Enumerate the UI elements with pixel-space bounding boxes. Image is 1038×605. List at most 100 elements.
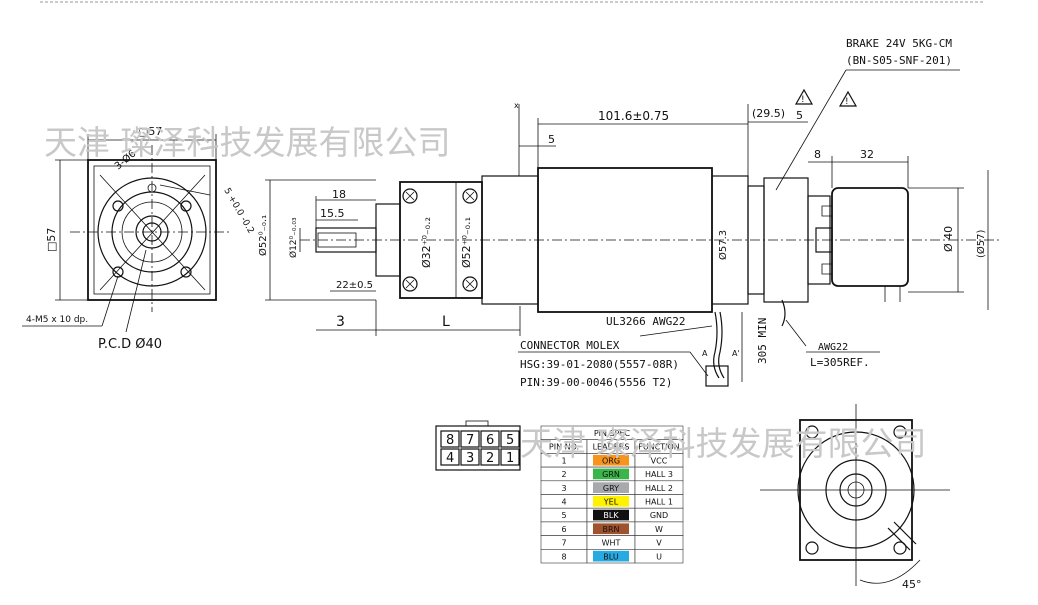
dim-3-label: 3 — [336, 314, 345, 330]
pin-table-value: W — [655, 525, 663, 534]
holes-leader-d — [101, 275, 119, 327]
warning-mark-1: ! — [801, 95, 805, 105]
rear-hole-tr — [893, 425, 907, 439]
leader-color-swatch — [593, 509, 629, 521]
pin-table-value: 2 — [561, 470, 566, 479]
awg-label: AWG22 — [818, 342, 848, 353]
pin-cell-top-label: 6 — [486, 433, 494, 448]
dim-5b-label: 5 — [796, 109, 803, 122]
pin-cell-top — [440, 430, 460, 448]
dia57-3-label: Ø57.3 — [717, 230, 729, 260]
x-mark: x — [514, 101, 519, 110]
connector-title: CONNECTOR MOLEX — [520, 339, 620, 352]
front-view: □57 □57 3-Ø6 5 +0.0 -0.2 4-M5 x 10 dp. P… — [22, 125, 255, 352]
leader-color-swatch — [593, 482, 629, 493]
pin-cell-top — [480, 430, 500, 448]
pin-table-header: FUNCTION — [638, 443, 680, 452]
warning-icon-2 — [838, 90, 858, 107]
rear-angle-label: 45° — [902, 578, 922, 591]
pin-table-value: 1 — [561, 456, 566, 465]
pin-table-title: PIN SPEC — [594, 429, 631, 438]
dim-15-label: 15.5 — [320, 207, 345, 220]
pin-table-value: 7 — [561, 539, 566, 548]
leader-color-swatch — [593, 537, 629, 548]
pin-cell-top-label: 7 — [466, 433, 474, 448]
cable-1 — [713, 311, 720, 379]
pin-table-value: GRN — [602, 470, 620, 479]
mount-hole-bl — [112, 266, 124, 278]
pin-table-value: VCC — [651, 456, 668, 465]
depth-label: 5 +0.0 -0.2 — [221, 187, 255, 236]
pin-cell-bottom — [500, 448, 520, 466]
leader-color-swatch — [593, 468, 629, 480]
leader-color-swatch — [593, 523, 629, 535]
connector-pin: PIN:39-00-0046(5556 T2) — [520, 376, 672, 389]
dim-22-label: 22±0.5 — [336, 280, 373, 291]
dia32-label: Ø32⁺⁰₋₀.₂ — [420, 217, 433, 268]
pin-cell-bottom — [460, 448, 480, 466]
rear-hole-bl — [805, 541, 819, 555]
pin-cell-top — [460, 430, 480, 448]
pin-table-value: BLU — [603, 552, 619, 561]
awg-cable — [781, 299, 786, 327]
leader-color-swatch — [593, 550, 629, 562]
mount-hole-tl — [112, 200, 124, 212]
dim-8-label: 8 — [814, 148, 821, 161]
pin-cell-top — [500, 430, 520, 448]
connector-leader — [689, 351, 709, 377]
brake-line1: BRAKE 24V 5KG-CM — [846, 37, 952, 50]
connector-body — [705, 365, 729, 387]
pin-table-value: ORG — [602, 456, 620, 465]
dim-32-label: 32 — [860, 148, 874, 161]
pin-cell-bottom — [480, 448, 500, 466]
pin-cell-bottom-label: 2 — [486, 451, 494, 466]
cable1-label: UL3266 AWG22 — [606, 315, 685, 328]
dim-29-label: (29.5) — [752, 107, 785, 120]
pin-table-value: 5 — [561, 511, 566, 520]
dim-5-label: 5 — [548, 133, 555, 146]
pin-table-value: 3 — [561, 484, 566, 493]
rear-cable — [887, 521, 917, 551]
dia40-label: Ø 40 — [942, 226, 955, 252]
cable-2 — [718, 311, 725, 379]
pin-table-value: 8 — [561, 552, 566, 561]
cable1-leader — [639, 325, 713, 337]
pin-table-value: YEL — [603, 498, 619, 507]
screw-1 — [402, 188, 418, 204]
pin-table-value: 4 — [561, 498, 566, 507]
pin-cell-bottom — [440, 448, 460, 466]
dia52-label: Ø52⁰₋₀.₁ — [257, 215, 269, 256]
pin-table-value: BLK — [603, 511, 619, 520]
screw-2 — [402, 276, 418, 292]
connector-hsg: HSG:39-01-2080(5557-08R) — [520, 358, 679, 371]
pin-table-value: GRY — [603, 484, 619, 493]
dim-A: A — [702, 349, 708, 358]
rear-view: 45° — [760, 404, 950, 591]
square-top-label: □57 — [138, 125, 162, 138]
pin-cell-top-label: 5 — [506, 433, 514, 448]
diag-2 — [99, 174, 206, 291]
encoder-can — [831, 187, 909, 287]
leader-color-swatch — [593, 496, 629, 507]
leader-color-swatch — [593, 454, 629, 466]
watermark-2: 天津 璨泽科技发展有限公司 — [520, 424, 927, 463]
screw-3 — [462, 188, 478, 204]
angle-arc — [859, 559, 921, 584]
brake-leader — [775, 69, 847, 191]
awg-leader — [785, 319, 807, 347]
side-view: 18 15.5 Ø52⁰₋₀.₁ Ø12⁰₋₀.₀₃ 22±0.5 Ø32⁺⁰₋… — [257, 37, 1000, 389]
warning-icon-1 — [794, 88, 814, 105]
screw-crosses — [405, 191, 475, 289]
pcd-label: P.C.D Ø40 — [98, 337, 162, 352]
rear-hole-br — [893, 541, 907, 555]
pin-table-header: LEADERS — [593, 443, 630, 452]
pcd-leader — [125, 249, 147, 333]
pin-table-cell — [634, 548, 684, 564]
mount-hole-tr — [180, 200, 192, 212]
pin-cell-bottom-label: 4 — [446, 451, 454, 466]
pin-table-value: U — [656, 552, 662, 561]
pin-cell-bottom-label: 1 — [506, 451, 514, 466]
pin-table-value: 6 — [561, 525, 566, 534]
